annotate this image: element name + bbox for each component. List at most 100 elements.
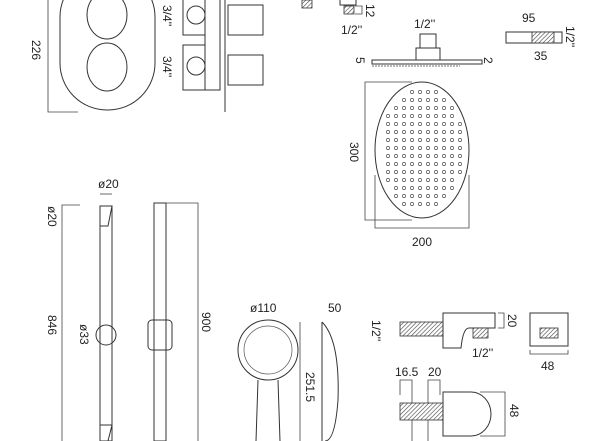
spray-hole: [458, 138, 462, 142]
spray-hole: [418, 154, 422, 158]
spray-hole: [418, 202, 422, 206]
spray-hole: [426, 122, 430, 126]
spray-hole: [386, 154, 390, 158]
outlet-elbow: 1/2'' 20 1/2'' 48: [369, 312, 569, 373]
spray-hole: [426, 130, 430, 134]
arm-thread-label: 1/2'': [341, 23, 362, 37]
spray-hole: [394, 146, 398, 150]
spray-hole: [442, 194, 446, 198]
spray-hole: [434, 90, 438, 94]
spray-hole: [418, 170, 422, 174]
rail-length-label: 846: [45, 315, 59, 335]
spray-hole: [434, 194, 438, 198]
spray-hole: [434, 178, 438, 182]
spray-hole: [410, 170, 414, 174]
spray-hole: [442, 138, 446, 142]
spray-hole: [458, 130, 462, 134]
spray-hole: [450, 162, 454, 166]
handset-length-label: 251.5: [303, 372, 317, 402]
spray-hole: [434, 154, 438, 158]
spray-hole: [426, 138, 430, 142]
valve-inlet-top-label: 3/4'': [160, 5, 174, 26]
handset-depth-label: 50: [328, 301, 342, 315]
spray-hole: [426, 106, 430, 110]
spray-hole: [410, 146, 414, 150]
spray-hole: [402, 114, 406, 118]
spray-hole: [402, 186, 406, 190]
elbow-height-label: 20: [505, 314, 519, 328]
spray-hole: [434, 138, 438, 142]
spray-hole: [434, 130, 438, 134]
spray-hole: [458, 146, 462, 150]
handset-dia-label: ø110: [250, 301, 277, 315]
spray-hole: [402, 122, 406, 126]
spray-hole: [434, 98, 438, 102]
spray-hole: [442, 154, 446, 158]
riser-rail: ø20 ø20 846 ø33 900: [45, 177, 213, 441]
spray-hole: [402, 162, 406, 166]
spray-hole: [410, 186, 414, 190]
spray-hole: [418, 146, 422, 150]
arm-12-label: 12: [363, 4, 377, 18]
spray-hole: [394, 130, 398, 134]
head-left-label: 5: [353, 57, 367, 64]
spray-hole: [434, 170, 438, 174]
spray-hole: [450, 170, 454, 174]
valve-front-view: 226: [29, 0, 156, 113]
spray-hole: [386, 130, 390, 134]
spray-hole: [410, 202, 414, 206]
spray-hole: [442, 114, 446, 118]
spray-hole: [394, 162, 398, 166]
spray-hole: [426, 146, 430, 150]
spray-hole: [458, 154, 462, 158]
spray-hole: [458, 170, 462, 174]
spray-hole: [418, 98, 422, 102]
spray-hole: [450, 138, 454, 142]
spray-hole: [410, 194, 414, 198]
spray-hole: [402, 170, 406, 174]
spray-hole: [426, 202, 430, 206]
spray-hole: [410, 162, 414, 166]
spray-hole: [442, 186, 446, 190]
spray-hole: [434, 186, 438, 190]
shower-head-front-view: 300 200: [347, 81, 470, 249]
spray-hole: [394, 186, 398, 190]
spray-hole: [410, 90, 414, 94]
spray-hole: [402, 98, 406, 102]
ceiling-arm-thread-len-label: 35: [534, 49, 548, 63]
spray-hole: [418, 114, 422, 118]
spray-hole: [386, 162, 390, 166]
spray-hole: [434, 162, 438, 166]
spray-hole: [442, 130, 446, 134]
wall-outlet-a-label: 16.5: [395, 365, 419, 379]
spray-hole: [442, 170, 446, 174]
spray-hole: [442, 98, 446, 102]
spray-hole: [442, 146, 446, 150]
spray-hole: [394, 178, 398, 182]
spray-hole: [418, 90, 422, 94]
spray-hole: [410, 122, 414, 126]
spray-hole: [402, 146, 406, 150]
spray-hole: [450, 106, 454, 110]
ceiling-arm-length-label: 95: [522, 11, 536, 25]
spray-hole: [450, 114, 454, 118]
spray-hole: [450, 130, 454, 134]
spray-hole: [458, 162, 462, 166]
spray-hole: [402, 154, 406, 158]
spray-hole: [434, 106, 438, 110]
spray-hole: [418, 138, 422, 142]
spray-hole: [386, 122, 390, 126]
handset: ø110 50 251.5: [237, 301, 342, 441]
valve-inlet-bottom-label: 3/4'': [160, 56, 174, 77]
spray-hole: [434, 146, 438, 150]
spray-hole: [442, 178, 446, 182]
spray-hole: [418, 194, 422, 198]
spray-hole: [442, 162, 446, 166]
wall-outlet: 16.5 20 48: [395, 365, 521, 441]
spray-hole: [402, 138, 406, 142]
head-right-label: 2: [481, 57, 495, 64]
spray-hole: [434, 114, 438, 118]
spray-hole: [426, 154, 430, 158]
